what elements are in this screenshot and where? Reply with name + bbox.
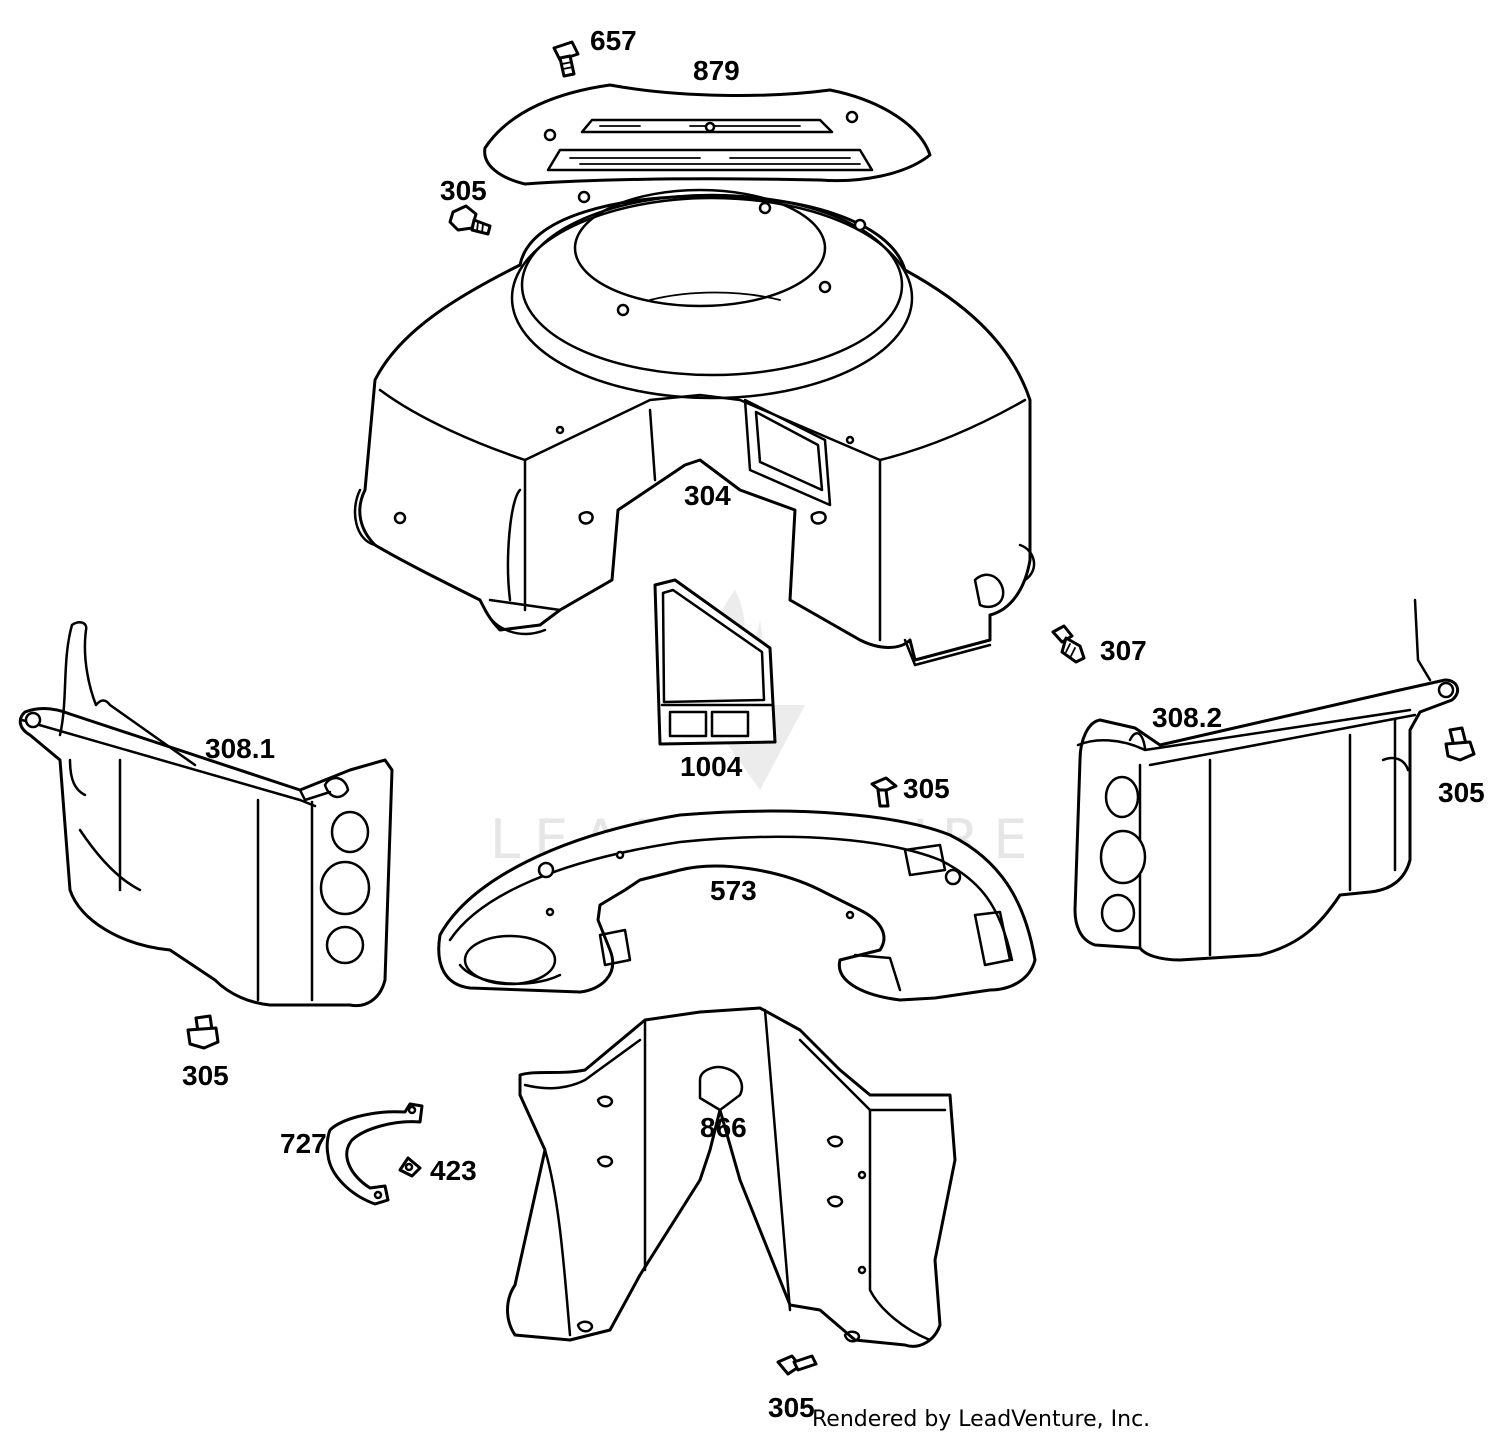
callout-573: 573 (710, 875, 757, 906)
part-727-clamp (325, 1102, 424, 1206)
fastener-305-bottom-bolt (776, 1354, 818, 1376)
part-304-blower-housing (353, 188, 1036, 667)
callout-1004: 1004 (680, 751, 743, 782)
callout-305-right: 305 (1438, 777, 1485, 808)
fastener-305-top-bolt (448, 204, 492, 236)
callout-307: 307 (1100, 635, 1147, 666)
part-1004-baffle (653, 578, 777, 746)
part-308-2-right-shroud (1073, 598, 1460, 962)
callout-727: 727 (280, 1128, 327, 1159)
callout-305-left: 305 (182, 1060, 229, 1091)
fastener-305-right-bolt (1444, 726, 1476, 762)
part-879-grille-plate (483, 83, 932, 186)
fastener-305-left-bolt (186, 1014, 220, 1050)
rendered-by-credit: Rendered by LeadVenture, Inc. (812, 1407, 1150, 1432)
part-308-1-left-shroud (18, 621, 394, 1008)
callout-866: 866 (700, 1112, 747, 1143)
callout-305-middle: 305 (903, 773, 950, 804)
callout-879: 879 (693, 55, 740, 86)
part-573-back-plate (437, 809, 1037, 1002)
part-866-lower-shroud (506, 1006, 957, 1348)
fastener-423-nut (398, 1156, 422, 1178)
callout-305-top: 305 (440, 175, 487, 206)
fastener-307-screw (1051, 624, 1086, 664)
callout-304: 304 (684, 480, 731, 511)
fastener-657-screw (552, 40, 580, 78)
fastener-305-middle-bolt (870, 776, 898, 808)
callout-305-bottom: 305 (768, 1392, 815, 1423)
callout-657: 657 (590, 25, 637, 56)
callout-308-1: 308.1 (205, 733, 275, 764)
callout-labels: 657 879 305 304 307 1004 308.1 308.2 305… (182, 25, 1485, 1423)
callout-308-2: 308.2 (1152, 702, 1222, 733)
callout-423: 423 (430, 1155, 477, 1186)
